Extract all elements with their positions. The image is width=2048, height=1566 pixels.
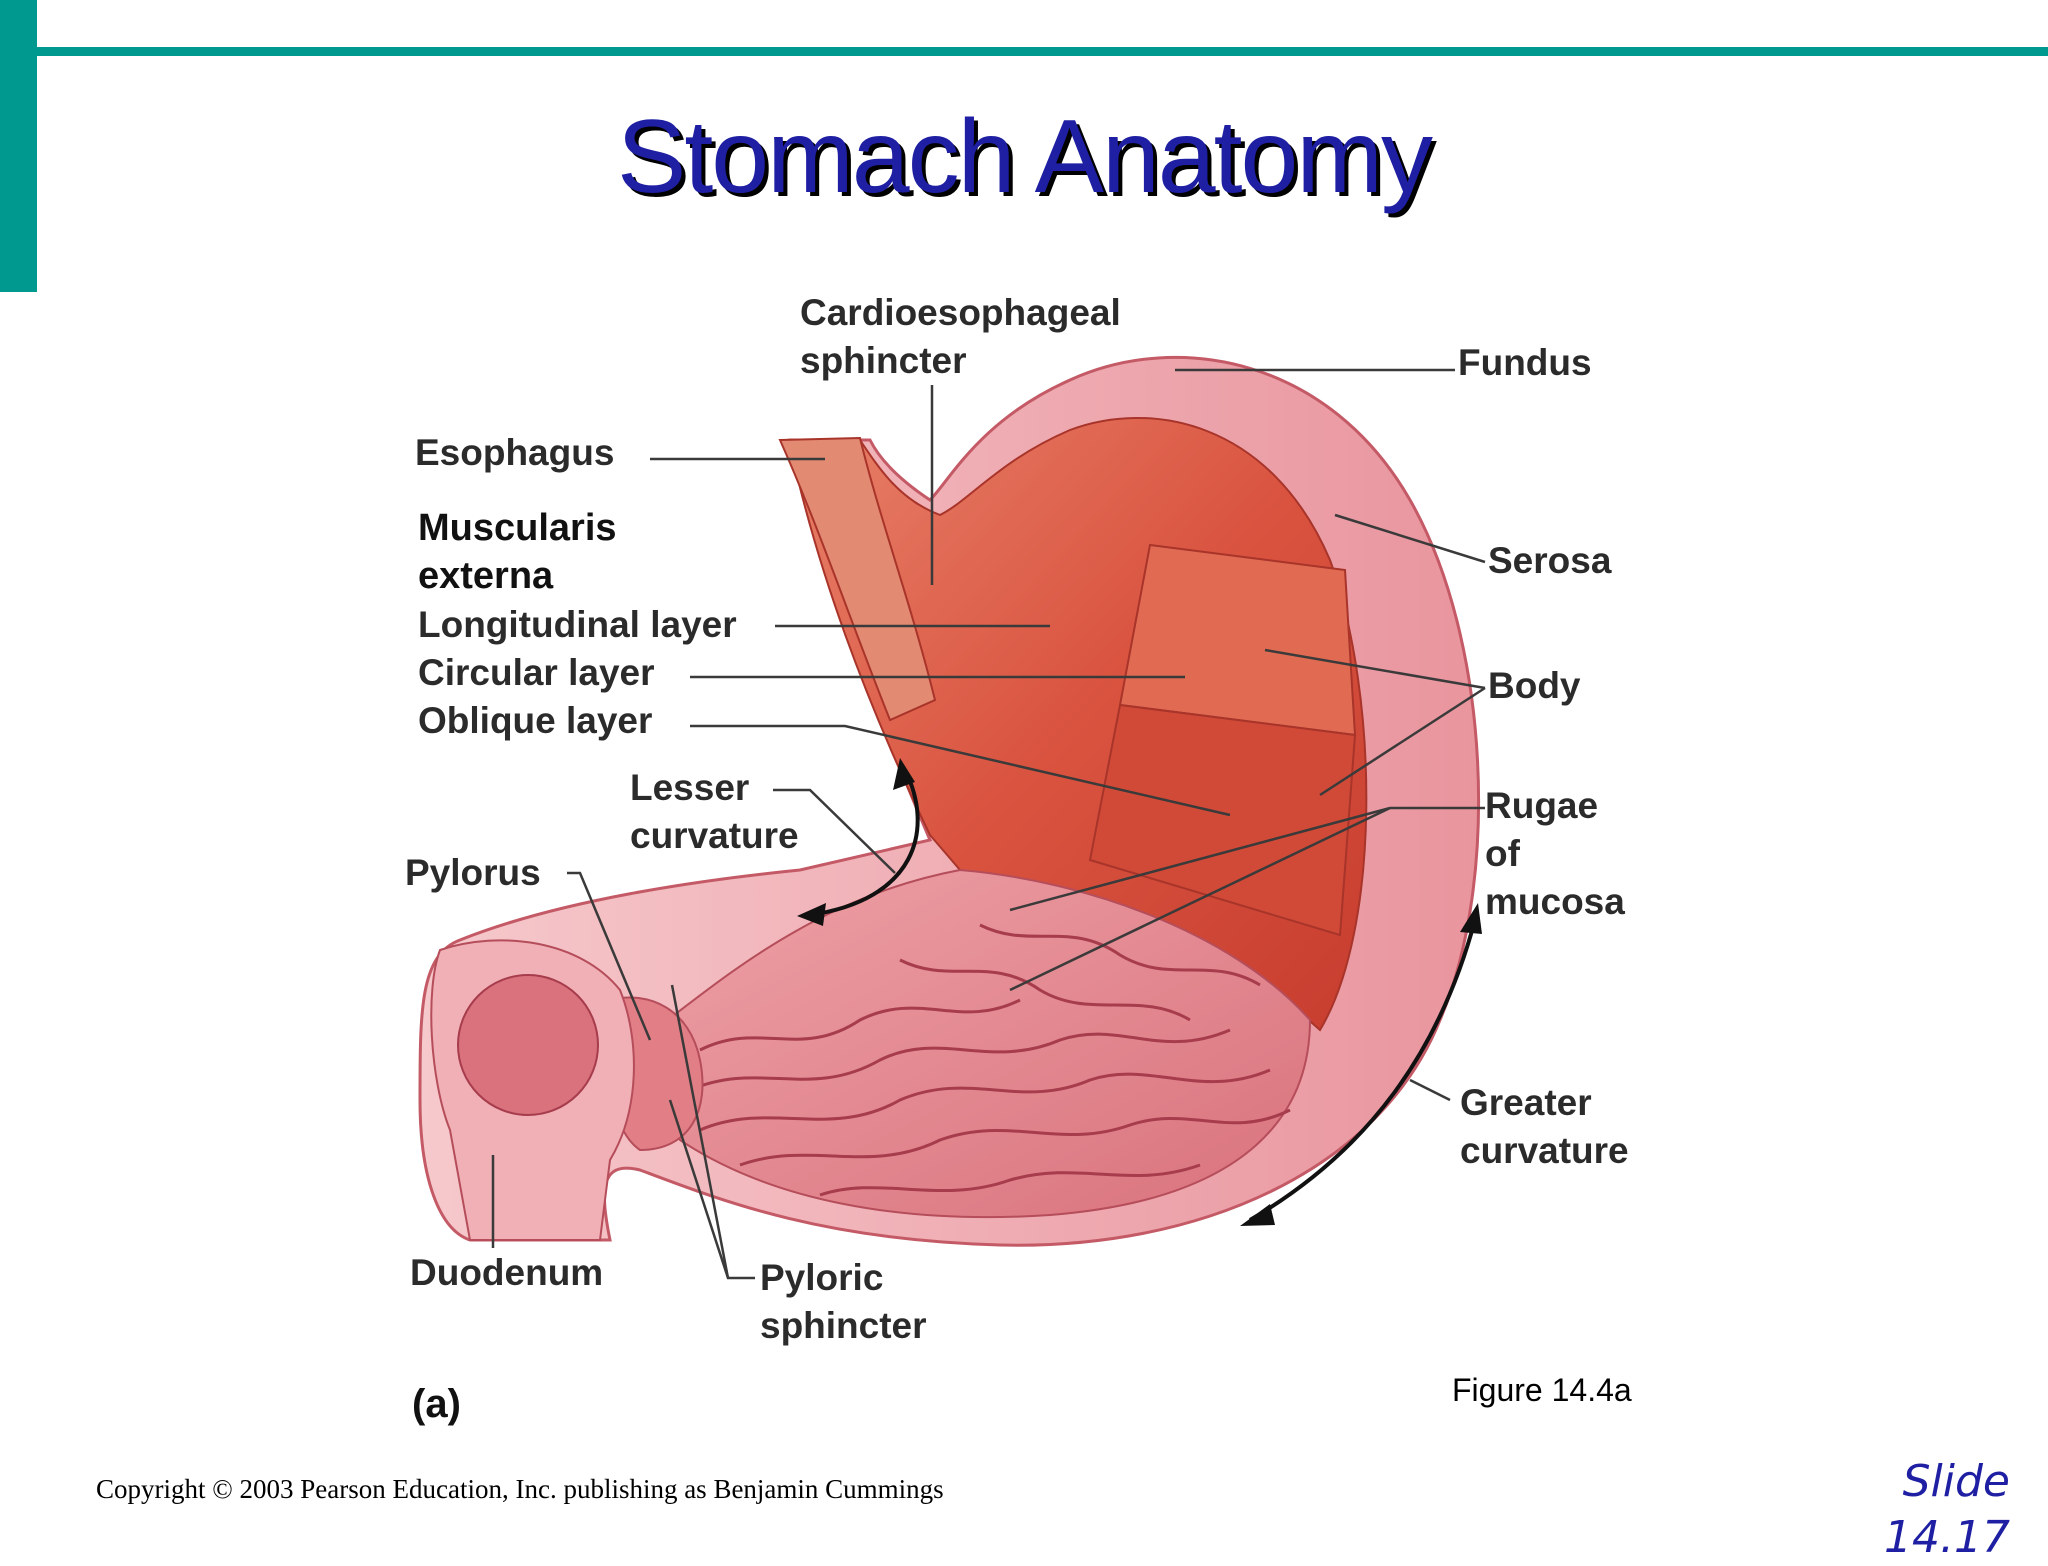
label-esophagus: Esophagus <box>415 432 614 473</box>
greater-curvature-arrow <box>1248 919 1477 1222</box>
label-serosa: Serosa <box>1488 540 1612 581</box>
label-lesser-curvature: curvature <box>630 815 799 856</box>
leader-lines <box>491 368 1486 1280</box>
circular-layer-cut <box>1118 543 1357 737</box>
label-cardioesophageal: Cardioesophageal <box>800 292 1121 333</box>
oblique-layer-cut <box>1088 703 1357 937</box>
label-circular-layer: Circular layer <box>418 652 655 693</box>
label-oblique-layer: Oblique layer <box>418 700 652 741</box>
label-pyloric: Pyloric <box>760 1257 883 1298</box>
label-externa: externa <box>418 555 554 597</box>
label-lesser: Lesser <box>630 767 749 808</box>
label-greater-curvature: curvature <box>1460 1130 1629 1171</box>
label-body: Body <box>1488 665 1581 706</box>
slide-number: Slide 14.17 <box>1884 1456 2010 1563</box>
greater-arrow-head-bottom <box>1240 1204 1275 1226</box>
accent-rule <box>37 47 2048 56</box>
lesser-curvature-arrow <box>809 769 920 917</box>
greater-arrow-head-top <box>1460 903 1482 934</box>
label-duodenum: Duodenum <box>410 1252 603 1293</box>
label-rugae-mucosa: mucosa <box>1485 881 1625 922</box>
label-pylorus: Pylorus <box>405 852 541 893</box>
lesser-arrow-head-bottom <box>797 903 826 926</box>
accent-bar <box>0 0 37 292</box>
label-rugae: Rugae <box>1485 785 1598 826</box>
lesser-arrow-head-top <box>893 758 915 790</box>
label-greater: Greater <box>1460 1082 1592 1123</box>
stomach-mucosa <box>638 868 1312 1219</box>
label-longitudinal-layer: Longitudinal layer <box>418 604 737 645</box>
copyright-notice: Copyright © 2003 Pearson Education, Inc.… <box>96 1474 944 1504</box>
duodenum-lumen <box>457 974 599 1116</box>
label-muscularis: Muscularis <box>418 507 617 549</box>
label-pyloric-sphincter: sphincter <box>760 1305 927 1346</box>
label-fundus: Fundus <box>1458 342 1592 383</box>
figure-caption: Figure 14.4a <box>1452 1372 1632 1408</box>
esophagus <box>778 436 937 722</box>
label-rugae-of: of <box>1485 833 1521 874</box>
rugae-folds <box>689 923 1291 1197</box>
label-cardioesophageal-2: sphincter <box>800 340 967 381</box>
part-tag: (a) <box>412 1382 461 1426</box>
page-title: Stomach Anatomy <box>617 99 1433 215</box>
